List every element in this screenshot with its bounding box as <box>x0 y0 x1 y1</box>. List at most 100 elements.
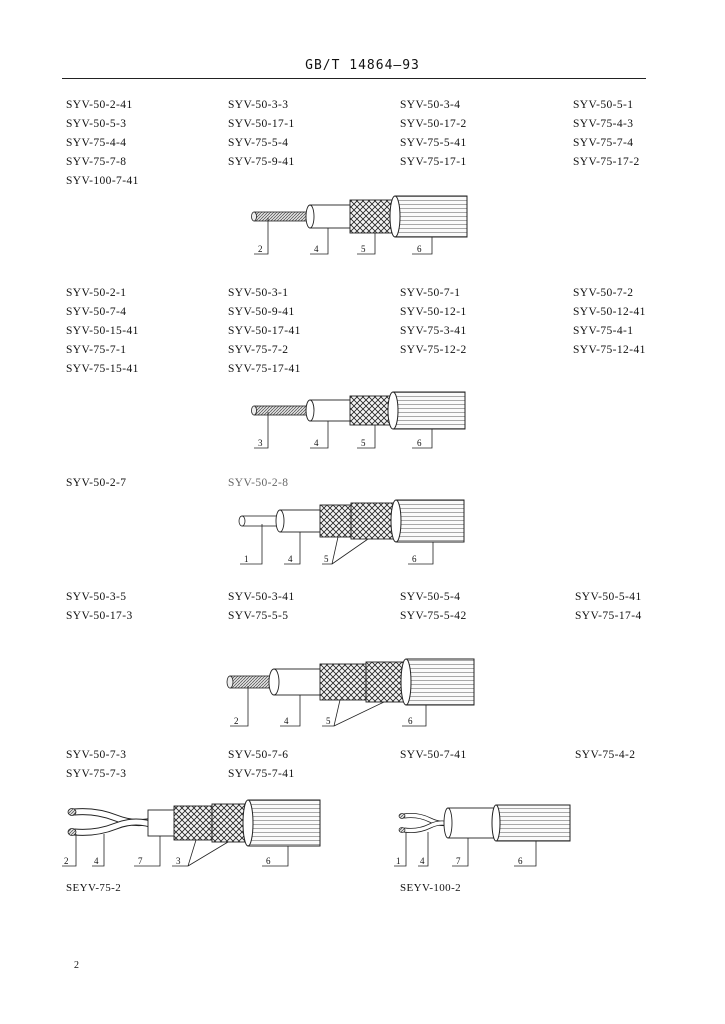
code-item: SYV-50-3-4 <box>400 99 461 111</box>
code-item: SYV-50-2-7 <box>66 477 127 489</box>
code-item: SYV-50-9-41 <box>228 306 295 318</box>
code-item: SYV-75-7-8 <box>66 156 127 168</box>
code-item: SYV-100-7-41 <box>66 175 139 187</box>
code-item: SYV-50-7-3 <box>66 749 127 761</box>
code-item: SYV-50-3-1 <box>228 287 289 299</box>
code-item: SYV-75-5-42 <box>400 610 467 622</box>
code-column-2: SYV-50-3-3 SYV-50-17-1 SYV-75-5-4 SYV-75… <box>228 96 295 172</box>
code-item: SYV-50-12-1 <box>400 306 467 318</box>
callout-label: 1 <box>396 856 401 866</box>
code-item: SYV-50-2-8 <box>228 477 289 489</box>
code-item: SYV-50-7-2 <box>573 287 634 299</box>
callout-label: 7 <box>138 856 143 866</box>
callout-label: 5 <box>326 716 331 726</box>
code-column-2: SYV-50-7-6 SYV-75-7-41 <box>228 746 295 784</box>
code-item: SYV-50-17-1 <box>228 118 295 130</box>
callout-label: 6 <box>408 716 413 726</box>
page-number: 2 <box>74 960 79 971</box>
callout-label: 5 <box>324 554 329 564</box>
code-item: SYV-50-17-2 <box>400 118 467 130</box>
code-item: SYV-75-3-41 <box>400 325 467 337</box>
code-item: SYV-75-7-1 <box>66 344 127 356</box>
code-item: SYV-50-5-4 <box>400 591 461 603</box>
callout-label: 4 <box>314 438 319 448</box>
code-item: SYV-75-7-2 <box>228 344 289 356</box>
code-item: SYV-75-12-41 <box>573 344 646 356</box>
code-column-3: SYV-50-7-1 SYV-50-12-1 SYV-75-3-41 SYV-7… <box>400 284 467 360</box>
code-item: SYV-75-7-3 <box>66 768 127 780</box>
code-item: SYV-75-4-3 <box>573 118 634 130</box>
code-item: SYV-75-5-41 <box>400 137 467 149</box>
callout-label: 6 <box>412 554 417 564</box>
code-item: SYV-75-7-41 <box>228 768 295 780</box>
callout-label: 7 <box>456 856 461 866</box>
code-item: SYV-50-15-41 <box>66 325 139 337</box>
code-column-3: SYV-50-7-41 <box>400 746 467 765</box>
callout-label: 2 <box>258 244 263 254</box>
cable-diagram-2: 3 4 5 6 <box>251 391 466 449</box>
code-item: SYV-50-17-41 <box>228 325 301 337</box>
twin-cable-diagram-1: 2 4 7 3 6 <box>62 799 321 867</box>
code-item: SYV-75-9-41 <box>228 156 295 168</box>
code-item: SYV-75-5-5 <box>228 610 289 622</box>
code-item: SYV-50-7-6 <box>228 749 289 761</box>
callout-label: 2 <box>234 716 239 726</box>
code-column-4: SYV-50-5-1 SYV-75-4-3 SYV-75-7-4 SYV-75-… <box>573 96 640 172</box>
code-item: SYV-75-7-4 <box>573 137 634 149</box>
code-item: SYV-50-3-41 <box>228 591 295 603</box>
cable-diagram-1: 2 4 5 6 <box>251 195 468 255</box>
code-item: SYV-50-5-3 <box>66 118 127 130</box>
callout-label: 6 <box>266 856 271 866</box>
code-column-2: SYV-50-3-1 SYV-50-9-41 SYV-50-17-41 SYV-… <box>228 284 301 379</box>
code-item: SYV-75-4-4 <box>66 137 127 149</box>
code-item: SYV-75-17-1 <box>400 156 467 168</box>
callout-label: 4 <box>314 244 319 254</box>
callout-label: 2 <box>64 856 69 866</box>
callout-label: 4 <box>94 856 99 866</box>
code-item: SYV-50-3-3 <box>228 99 289 111</box>
code-column-1: SYV-50-2-7 <box>66 474 126 493</box>
code-item: SYV-50-7-1 <box>400 287 461 299</box>
code-item: SYV-50-7-41 <box>400 749 467 761</box>
code-column-1: SYV-50-7-3 SYV-75-7-3 <box>66 746 126 784</box>
code-item: SYV-50-5-1 <box>573 99 634 111</box>
cable-diagram-3: 1 4 5 6 <box>238 499 465 565</box>
callout-label: 3 <box>176 856 181 866</box>
callout-label: 4 <box>284 716 289 726</box>
cable-diagram-4: 2 4 5 6 <box>226 658 475 727</box>
code-item: SYV-75-17-2 <box>573 156 640 168</box>
code-column-1: SYV-50-3-5 SYV-50-17-3 <box>66 588 133 626</box>
callout-label: 4 <box>420 856 425 866</box>
code-column-4: SYV-50-7-2 SYV-50-12-41 SYV-75-4-1 SYV-7… <box>573 284 646 360</box>
twin-cable-caption-2: SEYV-100-2 <box>400 882 462 894</box>
code-column-4: SYV-75-4-2 <box>575 746 635 765</box>
code-item: SYV-50-3-5 <box>66 591 127 603</box>
code-item: SYV-50-2-1 <box>66 287 127 299</box>
code-item: SYV-75-17-41 <box>228 363 301 375</box>
code-item: SYV-50-2-41 <box>66 99 133 111</box>
callout-label: 6 <box>417 438 422 448</box>
page-header: GB/T 14864—93 <box>305 58 420 73</box>
code-item: SYV-50-12-41 <box>573 306 646 318</box>
callout-label: 6 <box>518 856 523 866</box>
callout-label: 1 <box>244 554 249 564</box>
code-item: SYV-50-17-3 <box>66 610 133 622</box>
code-item: SYV-75-4-1 <box>573 325 634 337</box>
code-column-2: SYV-50-3-41 SYV-75-5-5 <box>228 588 295 626</box>
code-column-2: SYV-50-2-8 <box>228 474 288 493</box>
code-item: SYV-50-7-4 <box>66 306 127 318</box>
code-item: SYV-75-17-4 <box>575 610 642 622</box>
code-column-3: SYV-50-3-4 SYV-50-17-2 SYV-75-5-41 SYV-7… <box>400 96 467 172</box>
code-item: SYV-75-12-2 <box>400 344 467 356</box>
code-column-4: SYV-50-5-41 SYV-75-17-4 <box>575 588 642 626</box>
callout-label: 3 <box>258 438 263 448</box>
callout-label: 4 <box>288 554 293 564</box>
code-item: SYV-75-15-41 <box>66 363 139 375</box>
code-column-1: SYV-50-2-1 SYV-50-7-4 SYV-50-15-41 SYV-7… <box>66 284 139 379</box>
callout-label: 6 <box>417 244 422 254</box>
code-item: SYV-75-5-4 <box>228 137 289 149</box>
twin-cable-diagram-2: 1 4 7 6 <box>394 804 571 867</box>
code-column-1: SYV-50-2-41 SYV-50-5-3 SYV-75-4-4 SYV-75… <box>66 96 139 191</box>
callout-label: 5 <box>361 438 366 448</box>
callout-label: 5 <box>361 244 366 254</box>
